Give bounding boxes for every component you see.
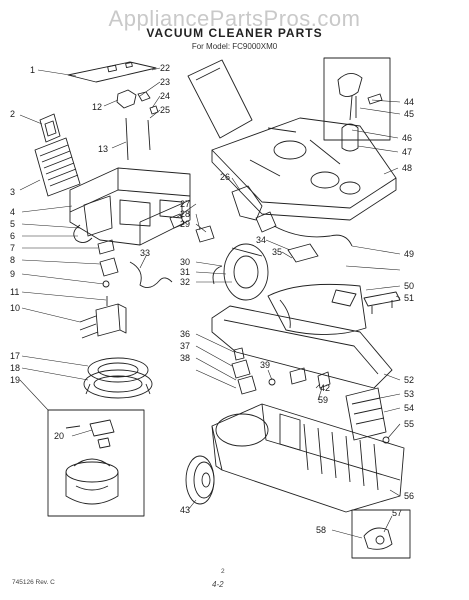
part-switch [116,89,159,161]
callout: 8 [10,255,15,265]
part-gaskets [83,357,153,399]
callout: 54 [404,403,414,413]
callout: 17 [10,351,20,361]
part-bracket [39,113,61,143]
callout: 4 [10,207,15,217]
part-bag-holder [363,291,401,314]
callout: 11 [10,287,19,297]
part-grille [34,137,81,197]
callout: 10 [10,303,20,313]
callout: 51 [404,293,414,303]
callout: 33 [140,248,150,258]
callout: 27 [180,199,190,209]
part-panel [187,59,253,139]
callout: 1 [30,65,35,75]
part-filter-plate [67,61,157,83]
document-number: 745126 Rev. C [12,579,55,586]
callout: 20 [54,431,64,441]
callout: 39 [260,360,270,370]
callout: 34 [256,235,266,245]
part-brush-mount [231,185,263,221]
callout: 26 [220,172,230,182]
part-motor-housing [69,167,191,246]
callout: 18 [10,363,20,373]
diagram-title: VACUUM CLEANER PARTS [146,26,323,40]
part-exhaust-filter [345,387,387,441]
callout: 2 [10,109,15,119]
callout: 53 [404,389,414,399]
callout-labels: 1 2 3 4 5 6 7 8 9 10 11 12 13 17 18 19 2… [10,63,414,535]
callout: 31 [180,267,190,277]
callout: 36 [180,329,190,339]
callout: 5 [10,219,15,229]
callout: 12 [92,102,102,112]
part-motor-box [47,409,145,517]
callout: 19 [10,375,20,385]
part-bumper [211,305,393,389]
callout: 58 [316,525,326,535]
part-cord-clip [73,224,93,243]
callout: 13 [98,144,108,154]
callout: 45 [404,109,414,119]
callout: 29 [180,219,190,229]
callout: 28 [180,209,190,219]
part-handle-box [323,57,391,152]
callout: 6 [10,231,15,241]
callout: 24 [160,91,170,101]
callout: 46 [402,133,412,143]
callout: 48 [402,163,412,173]
part-top-cover [211,117,397,221]
part-cord-reel [212,243,269,301]
page-number: 2 [221,568,225,575]
callout: 55 [404,419,414,429]
callout: 22 [160,63,170,73]
callout: 52 [404,375,414,385]
part-caster-box [351,509,411,559]
model-number: For Model: FC9000XM0 [191,42,278,51]
callout: 30 [180,257,190,267]
callout: 37 [180,341,190,351]
part-dust-bag [267,283,367,335]
callout: 59 [318,395,328,405]
callout: 38 [180,353,190,363]
callout: 3 [10,187,15,197]
callout: 25 [160,105,170,115]
handwritten-note: 4-2 [212,580,224,589]
callout: 9 [10,269,15,279]
callout: 47 [402,147,412,157]
callout: 35 [272,247,282,257]
callout: 43 [180,505,190,515]
watermark: AppliancePartsPros.com [108,6,361,31]
callout: 44 [404,97,414,107]
callout: 57 [392,508,402,518]
callout: 50 [404,281,414,291]
callout: 23 [160,77,170,87]
callout: 49 [404,249,414,259]
callout: 32 [180,277,190,287]
part-switch-block [79,303,127,339]
callout: 7 [10,243,15,253]
part-wire [129,261,173,289]
callout: 56 [404,491,414,501]
part-wheel [185,455,215,505]
callout: 42 [320,383,330,393]
